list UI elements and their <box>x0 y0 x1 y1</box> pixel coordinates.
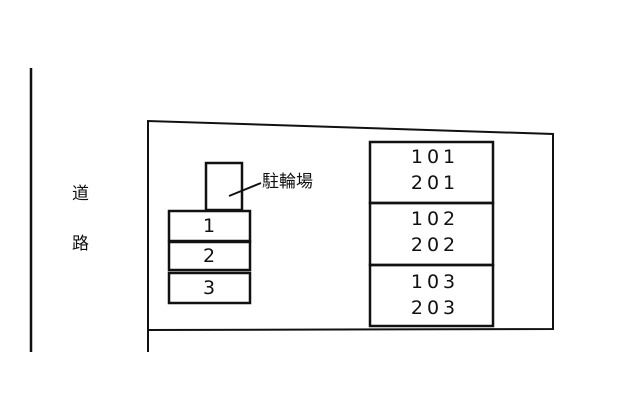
bicycle-parking-label: 駐輪場 <box>262 172 313 192</box>
bicycle-parking-leader <box>228 182 262 197</box>
bicycle-parking-box <box>204 161 244 212</box>
unit-number-lower: 203 <box>410 297 460 319</box>
unit-number-lower: 201 <box>410 172 460 194</box>
unit-number-upper: 101 <box>410 146 460 168</box>
parking-slot-label: 3 <box>202 277 216 299</box>
unit-block-3 <box>368 263 495 328</box>
property-boundary <box>147 119 554 352</box>
unit-number-upper: 102 <box>410 208 460 230</box>
parking-slot-2 <box>167 240 252 272</box>
road-label-1: 道 <box>72 184 89 204</box>
unit-number-upper: 103 <box>410 271 460 293</box>
parking-slot-label: 2 <box>202 245 216 267</box>
parking-slot-label: 1 <box>202 215 216 237</box>
parking-slot-3 <box>167 271 252 305</box>
unit-number-lower: 202 <box>410 234 460 256</box>
road-label-2: 路 <box>72 234 89 254</box>
